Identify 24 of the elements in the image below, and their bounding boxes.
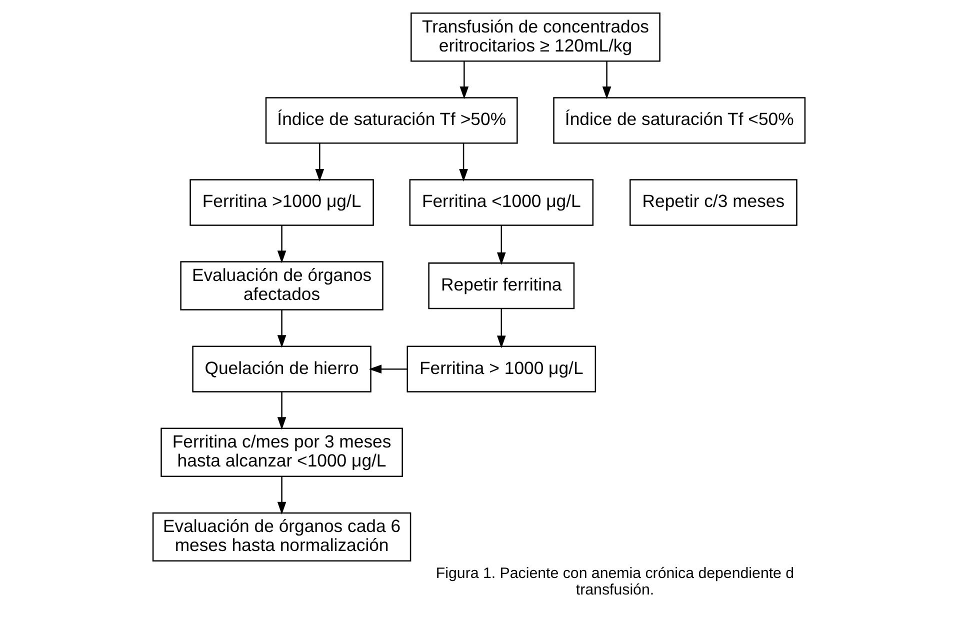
- arrow: [458, 143, 468, 182]
- arrow: [276, 310, 286, 348]
- node-box: Índice de saturación Tf >50%: [264, 97, 518, 144]
- arrow: [496, 225, 506, 265]
- arrow: [496, 308, 506, 348]
- node-box: Evaluación de órganos afectados: [180, 261, 383, 310]
- node-box: Quelación de hierro: [192, 346, 371, 392]
- node-box: Repetir ferritina: [428, 262, 574, 310]
- arrow: [459, 61, 468, 100]
- node-box: Evaluación de órganos cada 6 meses hasta normalización: [152, 512, 411, 562]
- arrow: [368, 364, 407, 374]
- node-box: Transfusión de concentrados eritrocitarios ≥ 120mL/kg: [410, 12, 660, 62]
- arrow: [314, 143, 324, 182]
- node-box: Ferritina >1000 μg/L: [189, 179, 374, 226]
- arrow: [276, 392, 286, 430]
- node-box: Índice de saturación Tf <50%: [552, 97, 806, 144]
- arrow: [276, 225, 286, 264]
- node-box: Repetir c/3 meses: [629, 179, 797, 226]
- caption: Figura 1. Paciente con anemia crónica dependiente d transfusión.: [435, 565, 794, 599]
- node-box: Ferritina c/mes por 3 meses hasta alcanzar <1000 μg/L: [160, 428, 402, 477]
- node-box: Ferritina > 1000 μg/L: [406, 346, 596, 392]
- arrow: [276, 476, 286, 514]
- node-box: Ferritina <1000 μg/L: [408, 179, 594, 226]
- arrow: [602, 61, 611, 100]
